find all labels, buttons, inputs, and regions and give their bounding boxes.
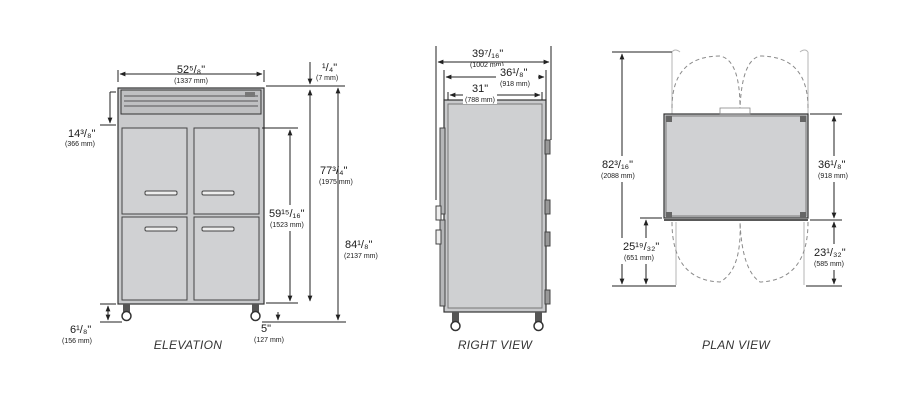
door-upper-left [121,127,188,215]
swing-arc-rear-right [739,55,809,109]
plan-total-depth-label: 82³/₁₆" [602,159,633,171]
elev-top-offset-label: ¹/₄" [322,62,337,74]
elev-door-height-mm: (1523 mm) [270,222,304,229]
swing-arc-rear-left [671,55,741,109]
elev-cabinet-height-mm: (1975 mm) [319,179,353,186]
plan-swing-left-mm: (651 mm) [624,255,654,262]
louver-header [120,89,262,115]
elev-overall-height-label: 84¹/₈" [345,239,373,251]
side-overall-depth-mm: (1002 mm) [470,62,504,69]
plan-swing-right-label: 23¹/₃₂" [814,247,846,259]
elev-caster-mm: (127 mm) [254,337,284,344]
plan-swing-right-mm: (585 mm) [814,261,844,268]
plan-cabinet-depth-label: 36¹/₈" [818,159,846,171]
swing-arc-front-left [671,221,741,283]
side-door-edge-upper [439,127,446,215]
right-view-caption: RIGHT VIEW [458,338,534,352]
elev-top-offset-mm: (7 mm) [316,75,338,82]
plan-view-caption: PLAN VIEW [702,338,771,352]
plan-view: 82³/₁₆" (2088 mm) 25¹⁹/₃₂" (651 mm) 36¹/… [600,49,856,352]
elev-overall-height-mm: (2137 mm) [344,253,378,260]
plan-total-depth-mm: (2088 mm) [601,173,635,180]
door-upper-right [193,127,260,215]
caster-left [123,304,130,314]
badge-plate [245,92,255,97]
elev-leg-height-label: 6¹/₈" [70,324,91,336]
side-door-edge-lower [439,219,446,307]
elev-caster-label: 5" [261,323,271,335]
side-body-depth-mm: (788 mm) [465,97,495,104]
side-overall-depth-label: 39⁷/₁₆" [472,48,503,60]
elev-door-top-mm: (366 mm) [65,141,95,148]
side-cabinet-depth-mm: (918 mm) [500,81,530,88]
plan-swing-left-label: 25¹⁹/₃₂" [623,241,659,253]
right-side-view: 39⁷/₁₆" (1002 mm) 36¹/₈" (918 mm) 31" (7… [435,46,552,352]
side-caster-front [450,320,461,332]
elev-leg-height-mm: (156 mm) [62,338,92,345]
elev-width-mm: (1337 mm) [174,78,208,85]
plan-cabinet-depth-mm: (918 mm) [818,173,848,180]
elev-door-top-label: 14³/₈" [68,128,96,140]
handle-lower-right [201,226,235,232]
handle-upper-right [201,190,235,196]
handle-upper-left [144,190,178,196]
side-caster-rear [533,320,544,332]
elevation-caption: ELEVATION [154,338,223,352]
side-body-depth-label: 31" [472,83,488,95]
side-handle-upper [435,205,442,221]
elev-door-height-label: 59¹⁵/₁₆" [269,208,305,220]
handle-lower-left [144,226,178,232]
elevation-view: 52⁵/₈" (1337 mm) ¹/₄" (7 mm) 14³/₈" (366… [62,62,386,352]
side-handle-lower [435,229,442,245]
swing-arc-front-right [739,221,809,283]
caster-right [252,304,259,314]
side-cabinet-depth-label: 36¹/₈" [500,67,528,79]
elev-width-label: 52⁵/₈" [177,64,205,76]
elev-cabinet-height-label: 77³/₄" [320,165,347,177]
